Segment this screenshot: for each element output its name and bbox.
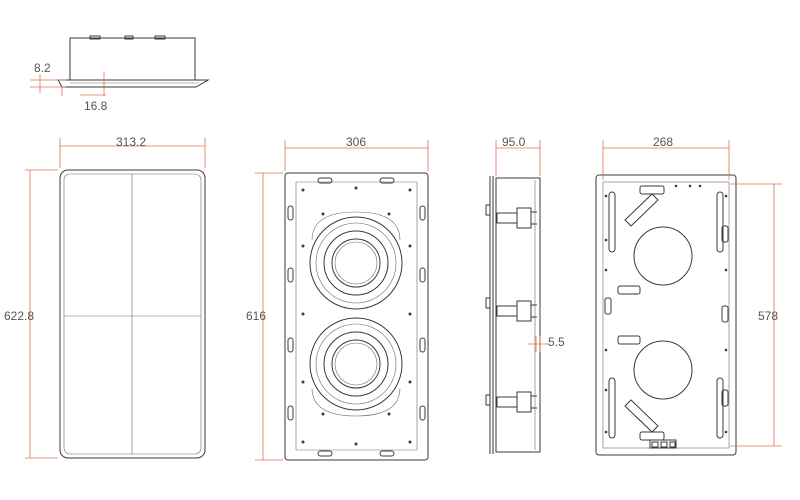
dim-back-height: 578 [758,309,778,323]
top-view [30,35,210,96]
dim-grille-height: 622.8 [4,309,34,323]
dim-back-width: 268 [653,135,673,149]
dim-frame-height: 616 [246,309,266,323]
dim-depth: 95.0 [502,135,526,149]
dim-top-height: 8.2 [34,61,51,75]
side-view [485,140,550,454]
frame-view [255,140,429,461]
grille-view [25,138,206,459]
dim-grille-width: 313.2 [116,135,146,149]
dim-flange-offset: 5.5 [548,335,565,349]
dim-frame-width: 306 [346,135,366,149]
dim-top-flange: 16.8 [84,99,108,113]
back-view [595,140,782,456]
